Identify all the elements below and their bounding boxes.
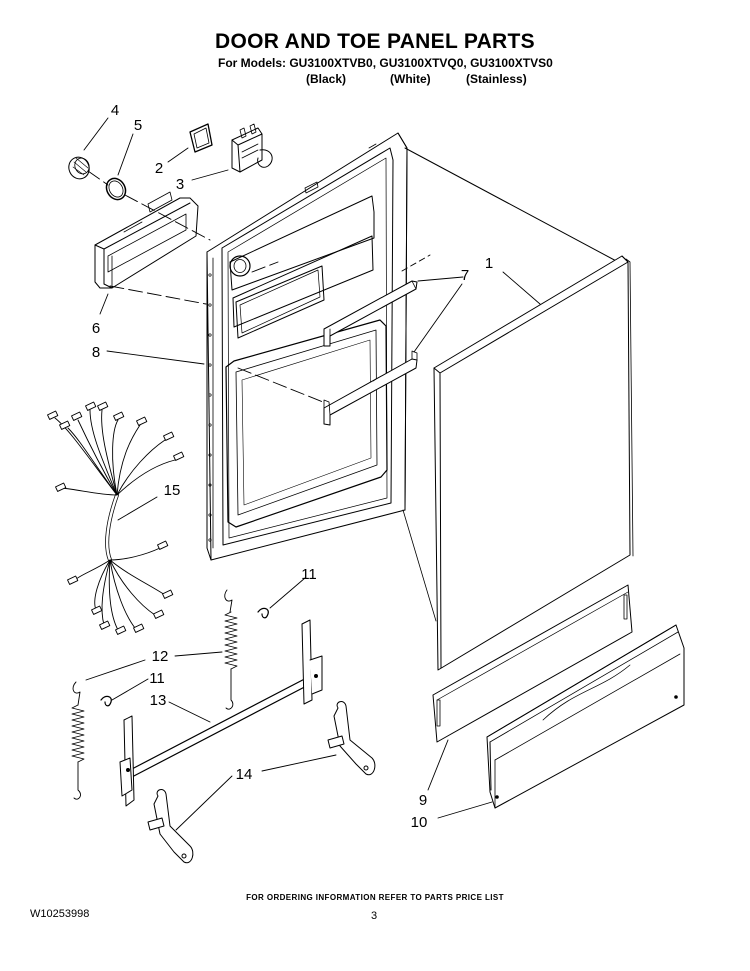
callout-8: 8: [92, 344, 100, 361]
springs: [71, 589, 238, 800]
variant-white: (White): [390, 72, 431, 86]
callout-11-upper: 11: [301, 566, 317, 583]
callout-5: 5: [134, 117, 142, 134]
small-gasket: [189, 123, 213, 153]
callout-12: 12: [152, 648, 169, 665]
callout-4: 4: [111, 102, 119, 119]
hinge-rod-assembly: [119, 619, 323, 807]
assembly-dash-lines: [87, 170, 431, 403]
callout-6: 6: [92, 320, 100, 337]
page-title: DOOR AND TOE PANEL PARTS: [215, 30, 535, 53]
dispenser: [94, 191, 199, 289]
inner-door-panel: [206, 132, 408, 561]
ordering-note: FOR ORDERING INFORMATION REFER TO PARTS …: [246, 893, 504, 902]
door-box-outline: [402, 147, 621, 622]
wire-harness: [47, 401, 185, 635]
document-number: W10253998: [30, 908, 90, 920]
variant-stainless: (Stainless): [466, 72, 527, 86]
gasket-ring: [105, 177, 127, 201]
callout-11-lower: 11: [149, 670, 165, 687]
page-number: 3: [371, 910, 378, 922]
door-handles: [323, 280, 418, 426]
callout-13: 13: [150, 692, 167, 709]
callout-1: 1: [485, 255, 493, 272]
callout-2: 2: [155, 160, 163, 177]
callout-labels: 4 5 2 3 6 8 7 1 9 10 11 11 12 13 14 15: [92, 102, 493, 831]
leader-lines: [83, 117, 541, 831]
dispenser-cap: [68, 156, 90, 180]
model-list: For Models: GU3100XTVB0, GU3100XTVQ0, GU…: [218, 56, 553, 70]
callout-15: 15: [164, 482, 181, 499]
hinges: [147, 701, 376, 864]
callout-14: 14: [236, 766, 253, 783]
callout-10: 10: [411, 814, 428, 831]
callout-3: 3: [176, 176, 184, 193]
outer-door-panel: [433, 255, 634, 671]
variant-black: (Black): [306, 72, 347, 86]
toe-panel: [432, 584, 633, 743]
lower-toe-panel: [486, 624, 685, 809]
callout-9: 9: [419, 792, 427, 809]
callout-7: 7: [461, 267, 469, 284]
spring-clips: [100, 607, 269, 707]
door-latch: [231, 123, 273, 173]
